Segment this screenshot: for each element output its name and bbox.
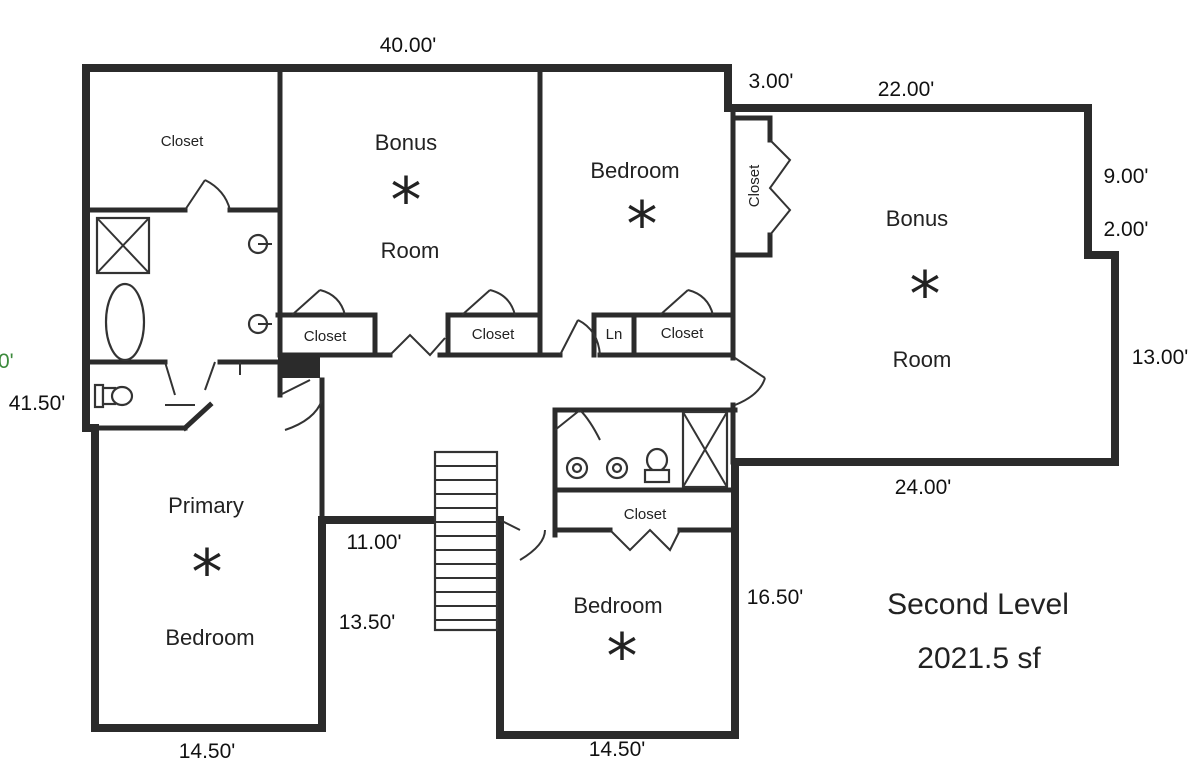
dim-right-lower: 13.00' [1132,346,1189,369]
bonus-room-2-label-2: Room [893,347,952,372]
dim-offset-top: 3.00' [749,70,794,93]
linen-label: Ln [606,326,623,343]
primary-bath-fixtures [93,216,272,409]
plan-area: 2021.5 sf [917,642,1041,675]
interior-walls [83,65,773,731]
exterior-wall [82,64,1119,739]
dim-bedroom-width: 14.50' [589,738,646,761]
dim-hall-width: 11.00' [346,531,401,554]
bonus-room-label-2: Room [381,238,440,263]
bedroom-label: Bedroom [590,158,679,183]
closet-c-label: Closet [661,325,704,342]
bedroom-2-marker: * [607,620,638,693]
closet-vertical-label: Closet [746,164,763,207]
dim-primary-width: 14.50' [179,740,236,763]
dim-left-depth: 41.50' [9,392,66,415]
dim-bonus2-width: 22.00' [878,78,935,101]
dim-left-cut: 0' [0,350,14,373]
dim-bonus2-bottom: 24.00' [895,476,952,499]
bedroom-marker: * [627,188,658,261]
bonus-room-label: Bonus [375,130,437,155]
closet-b-label: Closet [472,326,515,343]
closet-a-label: Closet [304,328,347,345]
dim-right-upper: 9.00' [1104,165,1149,188]
bonus-room-2-label: Bonus [886,206,948,231]
hall-closet-label: Closet [624,506,667,523]
closet-label: Closet [161,133,204,150]
dim-bedroom-depth: 16.50' [747,586,804,609]
bedroom-2-label: Bedroom [573,593,662,618]
hall-bath-fixtures [565,410,729,489]
bonus-room-marker: * [391,164,422,237]
dim-hall-depth: 13.50' [339,611,396,634]
primary-bedroom-label-2: Bedroom [165,625,254,650]
chimney-block [278,356,320,378]
plan-title: Second Level [887,588,1069,621]
primary-bedroom-marker: * [192,536,223,609]
staircase [433,450,499,632]
dim-right-step: 2.00' [1104,218,1149,241]
primary-bedroom-label: Primary [168,493,244,518]
bonus-room-2-marker: * [910,258,941,331]
door-swings [164,139,792,561]
dim-top-width: 40.00' [380,34,437,57]
